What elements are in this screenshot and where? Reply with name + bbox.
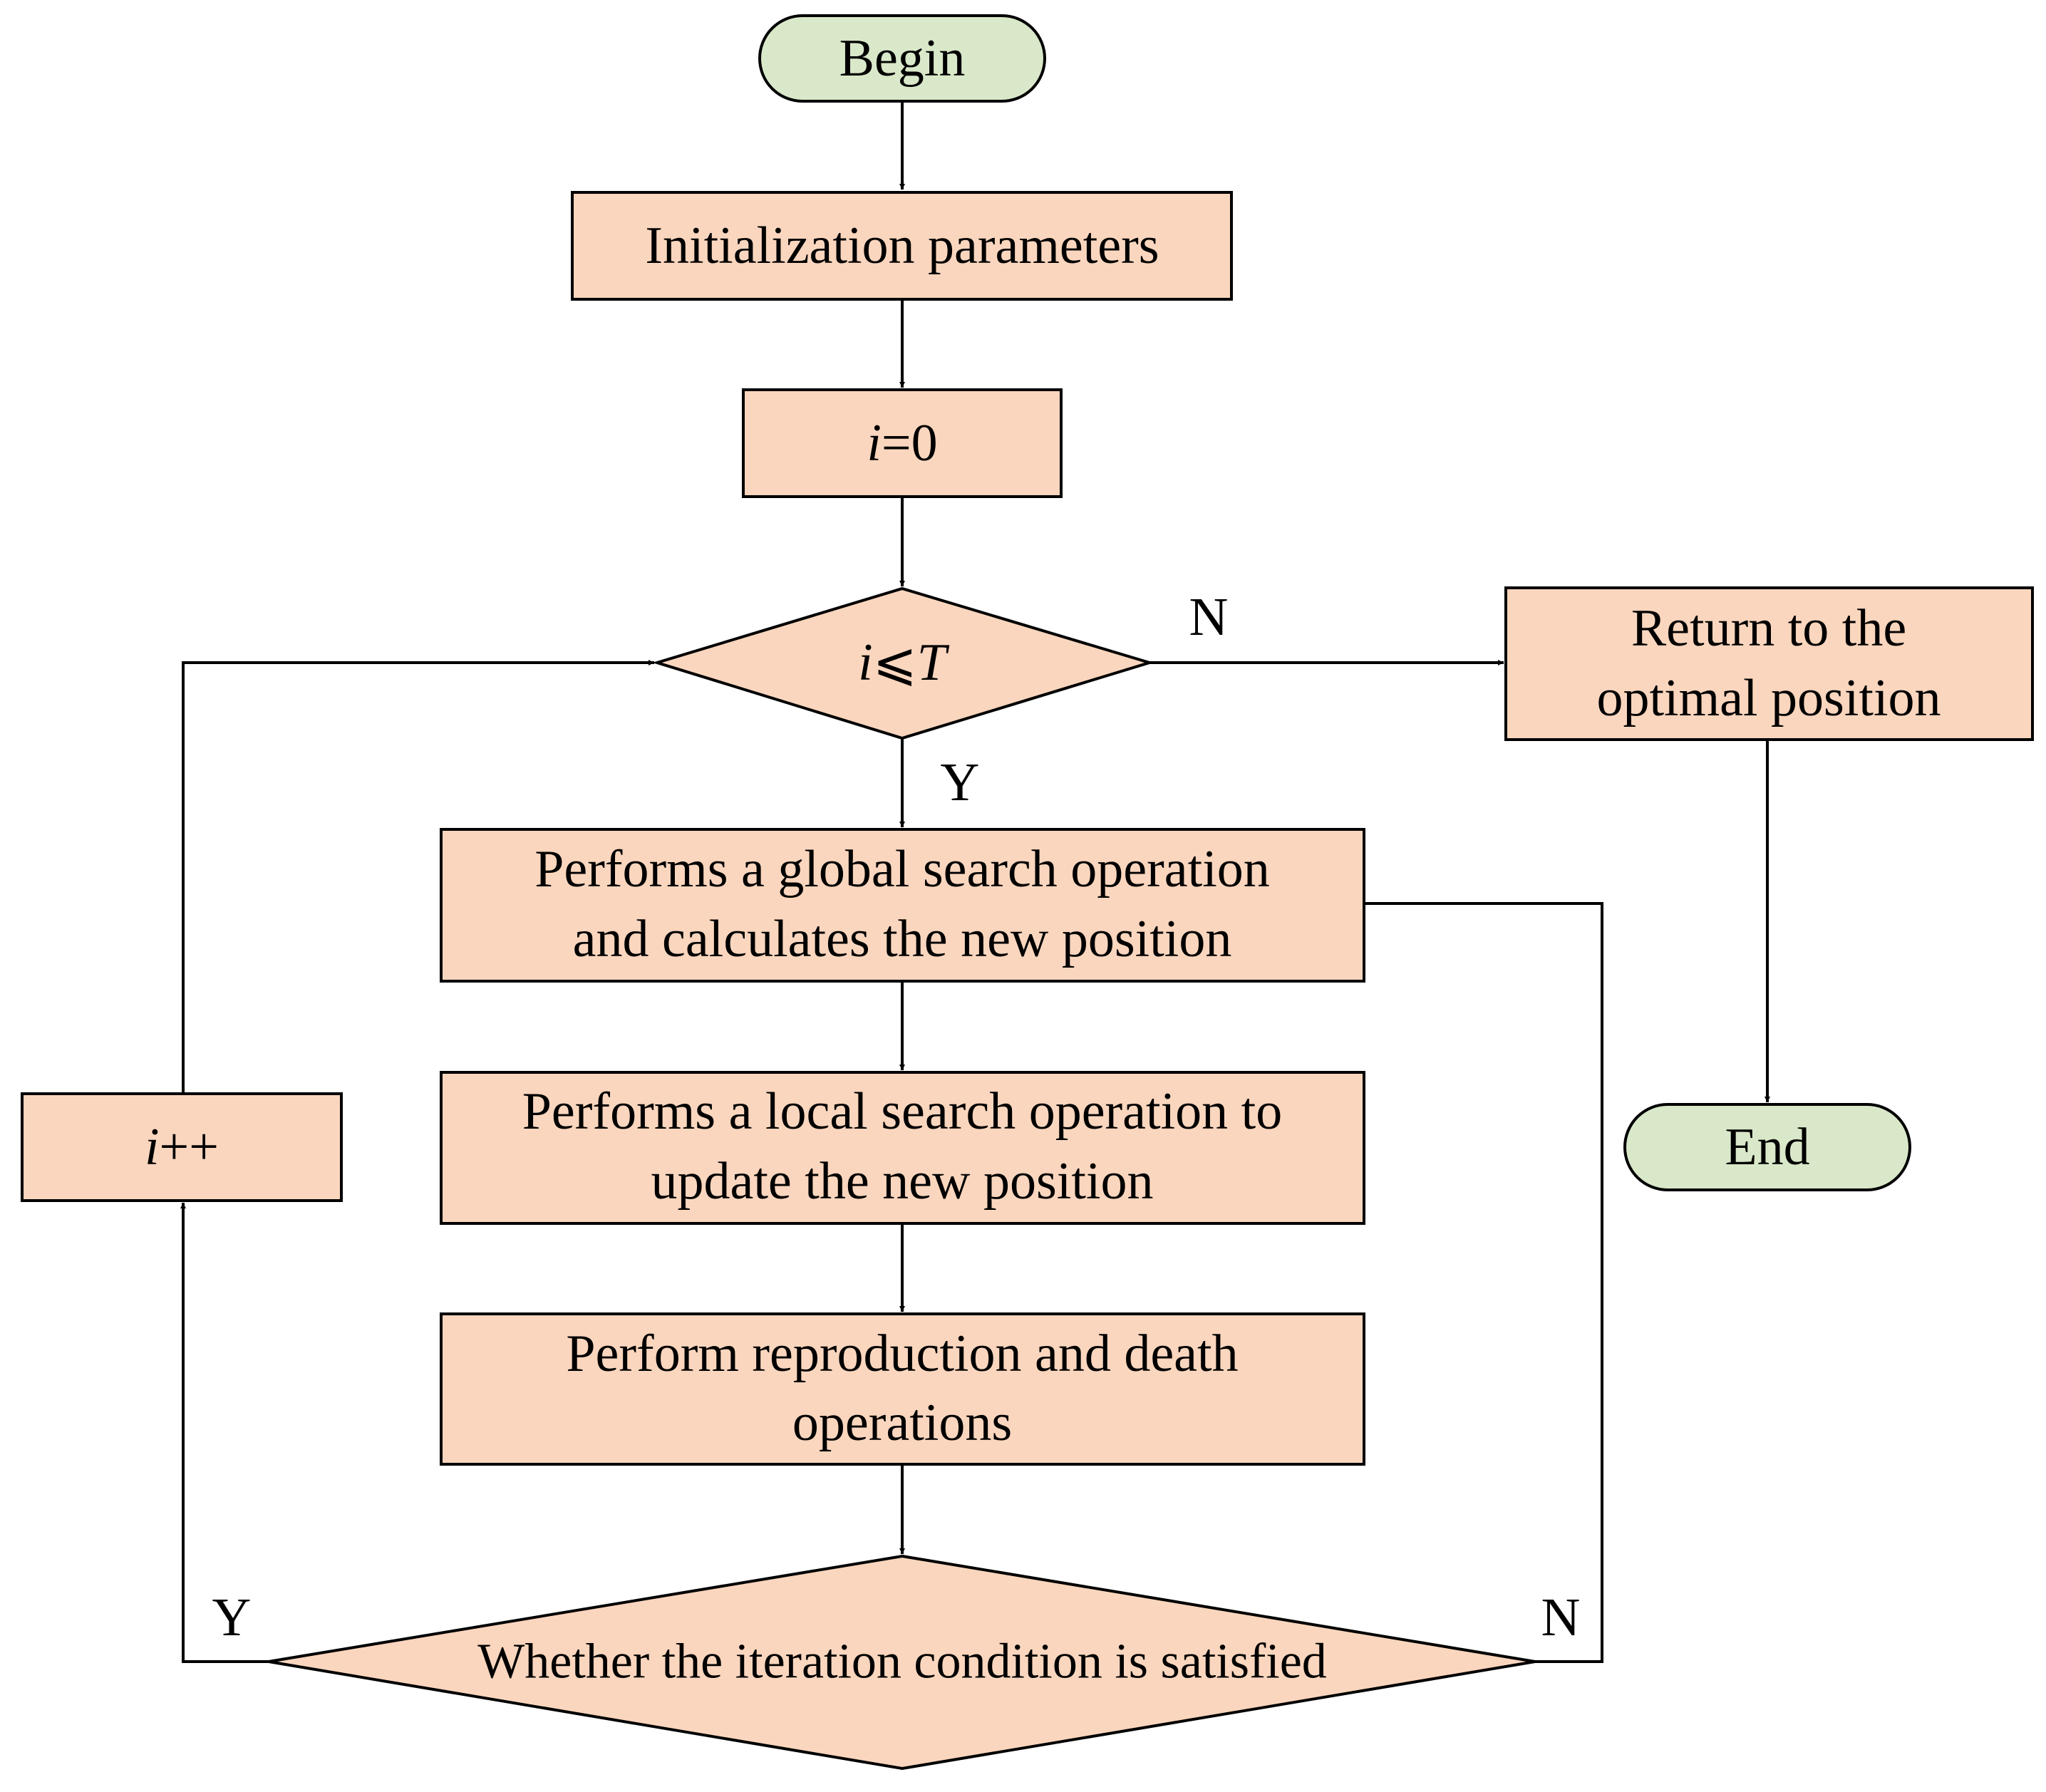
loop-condition-yes-label: Y xyxy=(941,752,980,812)
local-search-line1: Performs a local search operation to xyxy=(522,1082,1282,1141)
global-search-process: Performs a global search operation and c… xyxy=(440,828,1365,983)
init-label: Initialization parameters xyxy=(645,217,1159,275)
i-zero-label: i=0 xyxy=(867,414,937,472)
loop-condition-decision: i⩽T xyxy=(652,586,1154,740)
iteration-condition-yes-label: Y xyxy=(212,1588,252,1647)
return-label-line2: optimal position xyxy=(1596,669,1941,727)
edge-cond2-yes-to-iinc xyxy=(180,1203,269,1663)
global-search-line1: Performs a global search operation xyxy=(534,840,1270,898)
global-search-line2: and calculates the new position xyxy=(573,910,1232,968)
iteration-condition-no-label: N xyxy=(1541,1588,1581,1647)
begin-terminal: Begin xyxy=(758,14,1046,103)
local-search-process: Performs a local search operation to upd… xyxy=(440,1071,1365,1225)
iteration-condition-label: Whether the iteration condition is satis… xyxy=(477,1635,1327,1689)
loop-condition-label: i⩽T xyxy=(858,633,950,692)
reproduction-line1: Perform reproduction and death xyxy=(566,1325,1238,1383)
return-label-line1: Return to the xyxy=(1631,599,1906,658)
local-search-line2: update the new position xyxy=(651,1152,1154,1211)
edge-cond2-no-to-global xyxy=(1364,902,1603,1663)
return-process: Return to the optimal position xyxy=(1504,586,2034,741)
i-increment-process: i++ xyxy=(21,1092,343,1202)
i-increment-label: i++ xyxy=(145,1118,219,1176)
reproduction-line2: operations xyxy=(792,1394,1012,1452)
begin-label: Begin xyxy=(839,29,966,88)
loop-condition-no-label: N xyxy=(1189,587,1229,647)
edges xyxy=(180,101,1770,1663)
end-label: End xyxy=(1725,1118,1809,1176)
iteration-condition-decision: Whether the iteration condition is satis… xyxy=(268,1554,1536,1771)
edge-iinc-to-cond1 xyxy=(182,660,654,1092)
i-zero-process: i=0 xyxy=(742,388,1063,498)
init-process: Initialization parameters xyxy=(571,191,1233,301)
reproduction-process: Perform reproduction and death operation… xyxy=(440,1312,1365,1466)
end-terminal: End xyxy=(1623,1103,1911,1191)
